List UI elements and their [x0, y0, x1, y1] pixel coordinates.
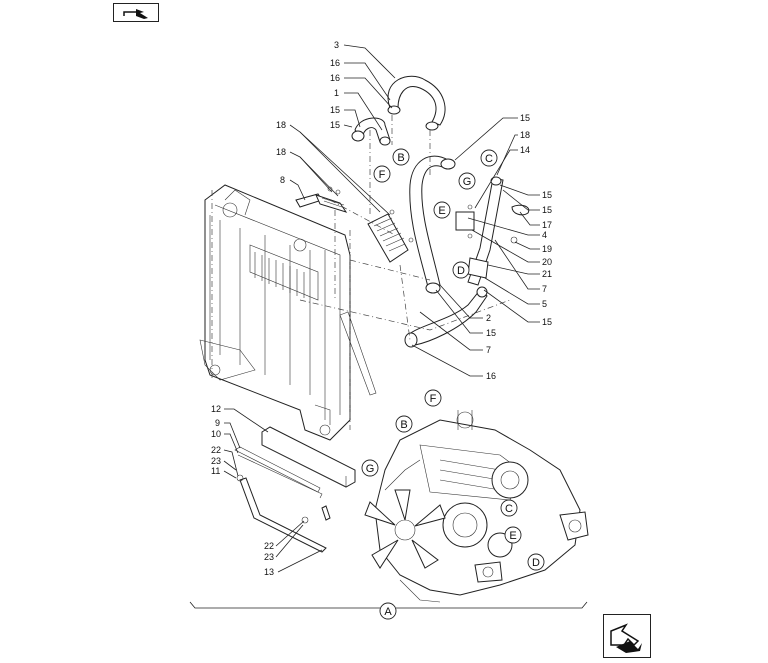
callout-23: 23 [211, 456, 221, 466]
callout-17: 17 [542, 220, 552, 230]
ref-d-engine: D [532, 557, 540, 569]
next-page-button[interactable] [603, 614, 651, 658]
hose-2 [409, 155, 456, 294]
callout-10: 10 [211, 429, 221, 439]
callout-18: 18 [276, 120, 286, 130]
seal-11 [236, 474, 331, 553]
callout-8: 8 [280, 175, 285, 185]
ref-e-engine: E [509, 530, 516, 542]
callout-16: 16 [486, 371, 496, 381]
previous-page-button[interactable] [113, 3, 159, 22]
seal-strip-9-10 [234, 446, 323, 499]
ref-c-engine: C [505, 503, 513, 515]
shroud-panel-18 [367, 209, 414, 263]
callout-11: 11 [211, 466, 220, 476]
callout-16: 16 [330, 73, 340, 83]
previous-page-icon [123, 9, 148, 19]
callout-7: 7 [486, 345, 491, 355]
callout-16: 16 [330, 58, 340, 68]
ref-b-top: B [397, 152, 404, 164]
ref-g-top: G [463, 176, 472, 188]
callout-5: 5 [542, 299, 547, 309]
bracket-part-8 [295, 186, 348, 213]
hose-3 [387, 75, 446, 131]
callout-15: 15 [542, 205, 552, 215]
callout-2: 2 [486, 313, 491, 323]
callout-22: 22 [264, 541, 274, 551]
ref-c-top: C [485, 153, 493, 165]
ref-g-engine: G [366, 463, 375, 475]
callout-21: 21 [542, 269, 552, 279]
reference-circles [361, 148, 545, 620]
callout-13: 13 [264, 567, 274, 577]
callout-15: 15 [520, 113, 530, 123]
callout-22: 22 [211, 445, 221, 455]
callout-3: 3 [334, 40, 339, 50]
callout-15: 15 [542, 190, 552, 200]
leader-lines [223, 44, 540, 573]
callout-15: 15 [486, 328, 496, 338]
callout-15: 15 [330, 105, 340, 115]
ref-f-top: F [379, 169, 386, 181]
fan [364, 489, 446, 569]
callout-20: 20 [542, 257, 552, 267]
assembly-bracket-line [189, 601, 588, 609]
callout-9: 9 [215, 418, 220, 428]
callout-7: 7 [542, 284, 547, 294]
centerlines [299, 115, 511, 341]
callout-15: 15 [330, 120, 340, 130]
callout-18: 18 [520, 130, 530, 140]
hose-16-bottom [404, 286, 488, 348]
seal-strip-12 [261, 426, 356, 488]
callout-12: 12 [211, 404, 221, 414]
ref-f-engine: F [430, 393, 437, 405]
radiator-assembly [199, 184, 377, 441]
ref-b-engine: B [400, 419, 407, 431]
hose-1 [351, 117, 391, 146]
pipe-7-top [467, 176, 504, 286]
ref-d-top: D [457, 265, 465, 277]
callout-4: 4 [542, 230, 547, 240]
ref-a-assembly: A [384, 606, 392, 618]
callout-14: 14 [520, 145, 530, 155]
callout-15: 15 [542, 317, 552, 327]
callout-18: 18 [276, 147, 286, 157]
callout-23: 23 [264, 552, 274, 562]
callout-19: 19 [542, 244, 552, 254]
engine-assembly [364, 410, 589, 603]
next-page-icon [610, 623, 642, 653]
ref-e-top: E [438, 205, 445, 217]
callout-1: 1 [334, 88, 339, 98]
